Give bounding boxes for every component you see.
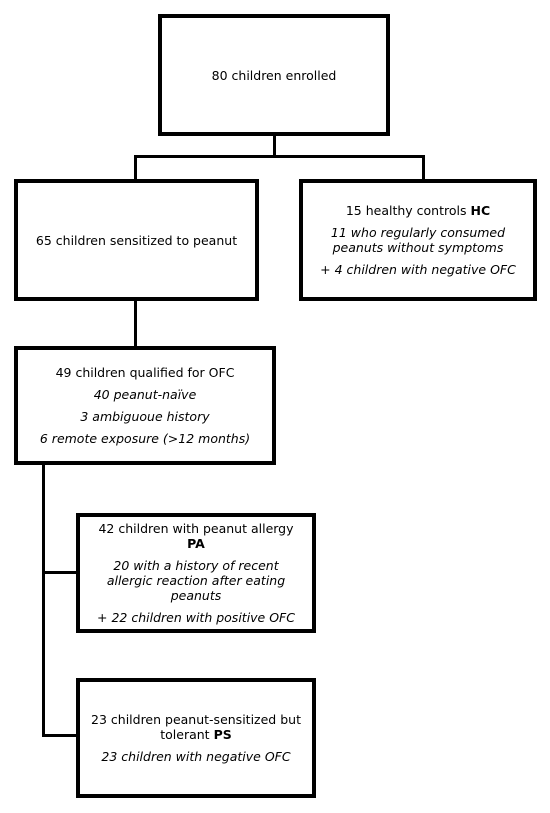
controls-title: 15 healthy controls HC (345, 203, 491, 218)
controls-box: 15 healthy controls HC 11 who regularly … (299, 179, 537, 301)
tolerant-box: 23 children peanut-sensitized but tolera… (76, 678, 316, 798)
tolerant-title: 23 children peanut-sensitized but tolera… (91, 712, 301, 742)
controls-code: HC (470, 203, 491, 218)
allergy-line2: + 22 children with positive OFC (97, 610, 295, 625)
connector-to-controls (422, 155, 425, 181)
allergy-line1: 20 with a history of recent allergic rea… (106, 558, 286, 603)
sensitized-box: 65 children sensitized to peanut (14, 179, 259, 301)
qualified-line3: 6 remote exposure (>12 months) (39, 431, 251, 446)
controls-line1: 11 who regularly consumed peanuts withou… (330, 225, 506, 255)
connector-enrolled-down (273, 134, 276, 157)
allergy-title: 42 children with peanut allergy PA (98, 521, 294, 551)
enrolled-box: 80 children enrolled (158, 14, 390, 136)
qualified-line2: 3 ambiguoue history (80, 409, 210, 424)
connector-to-allergy (42, 571, 78, 574)
connector-split-horizontal (134, 155, 425, 158)
connector-qualified-down (42, 462, 45, 736)
qualified-box: 49 children qualified for OFC 40 peanut-… (14, 346, 276, 465)
connector-to-sensitized (134, 155, 137, 181)
tolerant-line1: 23 children with negative OFC (101, 749, 291, 764)
qualified-line1: 40 peanut-naïve (93, 387, 197, 402)
qualified-title: 49 children qualified for OFC (55, 365, 235, 380)
allergy-code: PA (187, 536, 205, 551)
controls-line2: + 4 children with negative OFC (320, 262, 516, 277)
allergy-box: 42 children with peanut allergy PA 20 wi… (76, 513, 316, 633)
tolerant-code: PS (213, 727, 232, 742)
enrolled-text: 80 children enrolled (211, 67, 337, 83)
connector-sensitized-to-qualified (134, 300, 137, 348)
sensitized-text: 65 children sensitized to peanut (35, 232, 238, 248)
connector-to-tolerant (42, 734, 78, 737)
